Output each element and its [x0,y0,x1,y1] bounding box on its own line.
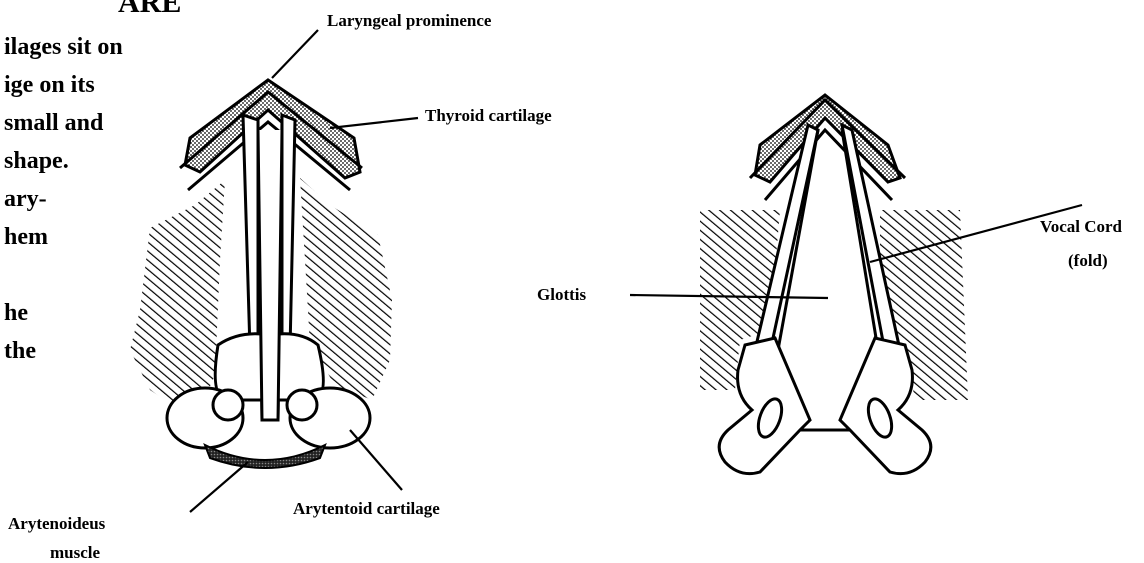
label-glottis: Glottis [537,285,586,304]
leader-thyroid-cartilage [330,118,418,128]
right-thyroid-cartilage [755,95,900,182]
label-arytenoideus-line1: Arytenoideus [8,514,106,533]
left-larynx-diagram [130,80,392,468]
leader-arytenoid-cartilage [350,430,402,490]
label-vocal-cord-line1: Vocal Cord [1040,217,1123,236]
left-muscle-mass-left [130,180,225,420]
label-arytenoid-cartilage: Arytentoid cartilage [293,499,440,518]
left-arytenoideus-muscle [205,445,325,468]
right-larynx-diagram [700,95,968,474]
label-vocal-cord-line2: (fold) [1068,251,1108,270]
label-thyroid-cartilage: Thyroid cartilage [425,106,552,125]
leader-laryngeal-prominence [272,30,318,78]
leader-arytenoideus [190,462,248,512]
leader-glottis [630,295,828,298]
label-arytenoideus-line2: muscle [50,543,101,562]
label-laryngeal-prominence: Laryngeal prominence [327,11,492,30]
